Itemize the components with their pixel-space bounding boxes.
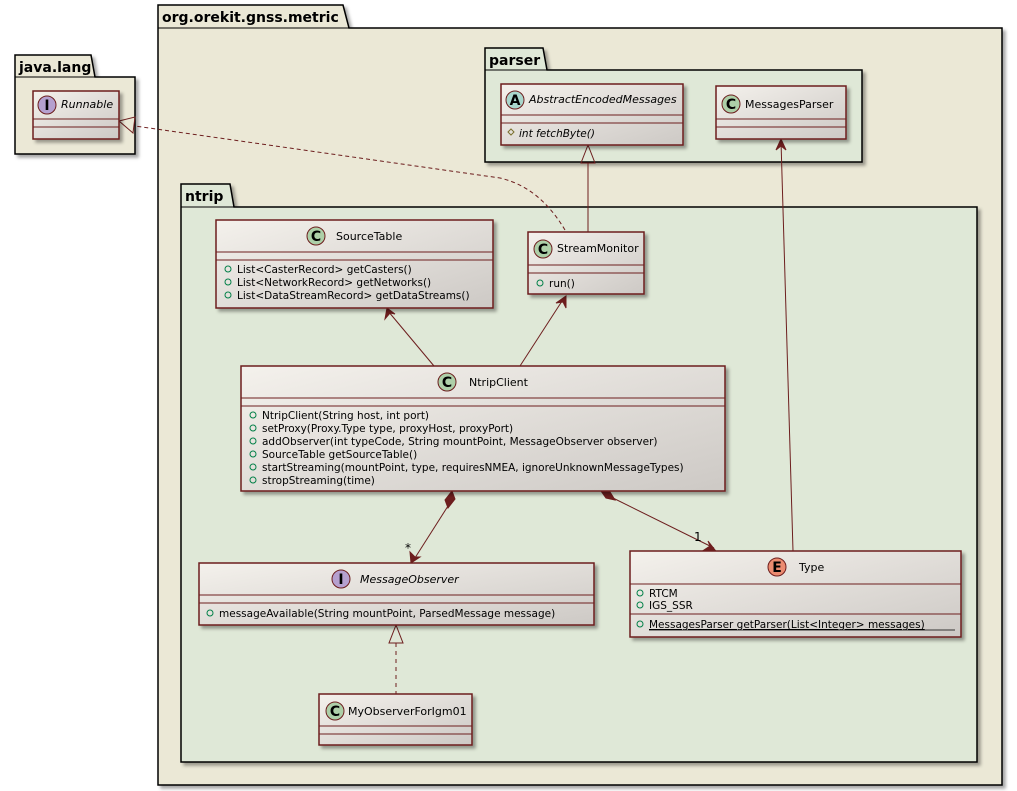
- public-visibility-icon: [249, 450, 257, 458]
- public-visibility-icon: [249, 424, 257, 432]
- class-name: Type: [798, 561, 824, 574]
- public-visibility-icon: [224, 278, 232, 286]
- class-name: MessageObserver: [360, 573, 460, 586]
- class-ntrip-client[interactable]: C NtripClient NtripClient(String host, i…: [240, 365, 726, 492]
- method: SourceTable getSourceTable(): [262, 449, 417, 461]
- realization-myobserver-messageobserver: [388, 623, 404, 694]
- public-visibility-icon: [536, 279, 544, 287]
- interface-icon-letter: I: [44, 98, 49, 114]
- class-messages-parser[interactable]: C MessagesParser: [715, 85, 847, 140]
- enum-field: RTCM: [649, 588, 678, 600]
- method: List<CasterRecord> getCasters(): [237, 264, 412, 276]
- package-title-java-lang: java.lang: [18, 60, 91, 76]
- method: int fetchByte(): [519, 128, 595, 140]
- method: List<NetworkRecord> getNetworks(): [237, 277, 431, 289]
- static-method: MessagesParser getParser(List<Integer> m…: [649, 619, 925, 631]
- method: addObserver(int typeCode, String mountPo…: [262, 436, 658, 448]
- class-source-table[interactable]: C SourceTable List<CasterRecord> getCast…: [215, 219, 494, 309]
- method: stropStreaming(time): [262, 475, 375, 487]
- abstract-icon: [505, 90, 525, 110]
- class-name: SourceTable: [336, 230, 402, 243]
- arrowhead-streammonitor: [555, 295, 567, 309]
- abstract-icon-letter: A: [510, 93, 521, 109]
- method: startStreaming(mountPoint, type, require…: [262, 462, 684, 474]
- interface-icon: [331, 569, 351, 589]
- multiplicity-observers: *: [405, 541, 411, 555]
- public-visibility-icon: [636, 589, 644, 597]
- class-my-observer-for-igm01[interactable]: C MyObserverForIgm01: [318, 693, 473, 746]
- public-visibility-icon: [249, 437, 257, 445]
- public-visibility-icon: [249, 476, 257, 484]
- class-icon: [325, 701, 345, 721]
- realization-arrowhead-observer: [388, 623, 404, 644]
- class-name: StreamMonitor: [557, 242, 639, 255]
- class-icon-letter: C: [442, 375, 452, 391]
- package-title-parser: parser: [489, 53, 540, 69]
- public-visibility-icon: [249, 463, 257, 471]
- dependency-type-messagesparser: [775, 137, 794, 552]
- arrowhead-sourcetable: [384, 307, 396, 321]
- public-visibility-icon: [224, 291, 232, 299]
- class-icon-letter: C: [330, 704, 340, 720]
- public-visibility-icon: [224, 265, 232, 273]
- class-stream-monitor[interactable]: C StreamMonitor run(): [527, 231, 645, 295]
- package-title-ntrip: ntrip: [185, 189, 223, 205]
- class-icon: [437, 372, 457, 392]
- generalization-streammonitor-abstract: [580, 143, 596, 232]
- class-name: Runnable: [61, 98, 113, 111]
- method: List<DataStreamRecord> getDataStreams(): [237, 290, 470, 302]
- class-abstract-encoded-messages[interactable]: A AbstractEncodedMessages int fetchByte(…: [500, 83, 684, 146]
- public-visibility-icon: [636, 601, 644, 609]
- association-ntrip-sourcetable: [384, 307, 435, 367]
- public-visibility-icon: [249, 411, 257, 419]
- arrowhead-type: [702, 540, 717, 551]
- composition-ntrip-messageobserver: *: [405, 489, 456, 564]
- arrowhead-messageobserver: [409, 550, 422, 564]
- class-icon: [533, 239, 553, 259]
- interface-icon-letter: I: [338, 572, 343, 588]
- generalization-arrowhead: [580, 143, 596, 164]
- public-visibility-icon: [636, 620, 644, 628]
- class-name: AbstractEncodedMessages: [528, 93, 677, 106]
- composition-ntrip-type: 1: [599, 490, 717, 551]
- class-name: MyObserverForIgm01: [348, 705, 467, 718]
- composition-diamond-observers: [444, 489, 456, 510]
- class-icon-letter: C: [538, 242, 548, 258]
- realization-arrowhead: [117, 116, 136, 134]
- method: NtripClient(String host, int port): [262, 410, 429, 422]
- method: messageAvailable(String mountPoint, Pars…: [219, 608, 555, 620]
- method: setProxy(Proxy.Type type, proxyHost, pro…: [262, 423, 513, 435]
- class-runnable[interactable]: I Runnable: [32, 90, 120, 140]
- class-icon: [306, 226, 326, 246]
- multiplicity-type: 1: [694, 530, 702, 544]
- package-title-metric: org.orekit.gnss.metric: [162, 10, 339, 26]
- enum-icon-letter: E: [772, 560, 782, 576]
- enum-field: IGS_SSR: [649, 600, 693, 612]
- class-icon: [721, 94, 741, 114]
- arrowhead-messagesparser: [775, 137, 787, 151]
- enum-type[interactable]: E Type RTCM IGS_SSR MessagesParser getPa…: [629, 550, 962, 638]
- method: run(): [549, 278, 575, 290]
- public-visibility-icon: [206, 609, 214, 617]
- class-icon-letter: C: [726, 97, 736, 113]
- enum-icon: [767, 557, 787, 577]
- interface-icon: [37, 95, 57, 115]
- class-message-observer[interactable]: I MessageObserver messageAvailable(Strin…: [198, 562, 595, 626]
- protected-visibility-icon: [507, 128, 515, 136]
- realization-streammonitor-runnable: [117, 116, 566, 231]
- class-name: MessagesParser: [745, 98, 834, 111]
- class-name: NtripClient: [469, 376, 529, 389]
- class-icon-letter: C: [311, 229, 321, 245]
- association-ntrip-streammonitor: [519, 295, 567, 367]
